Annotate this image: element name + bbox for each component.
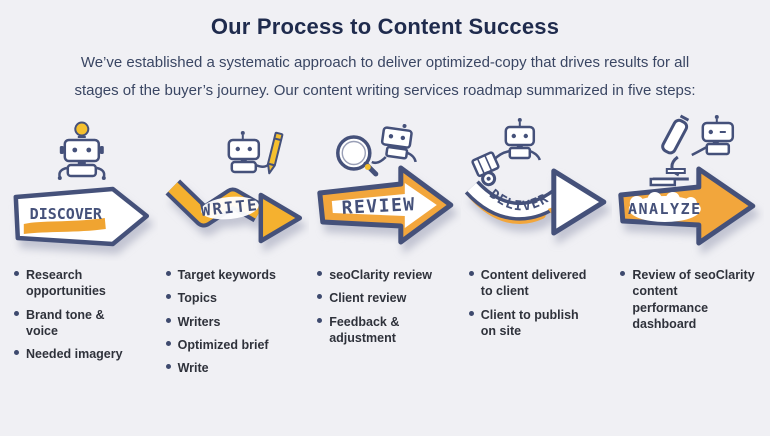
bullet-dot: [14, 271, 19, 276]
list-item: Target keywords: [165, 267, 310, 283]
bullet-dot: [165, 271, 171, 276]
discover-bullets: Research opportunities Brand tone & voic…: [6, 267, 158, 362]
discover-arrow: DISCOVER: [13, 186, 150, 247]
bullet-text: Needed imagery: [26, 347, 123, 361]
write-illustration: WRITE: [158, 109, 310, 261]
bullet-text: Target keywords: [177, 268, 277, 282]
analyze-arrow: ANALYZE: [618, 166, 756, 246]
bullet-dot: [317, 294, 323, 300]
bullet-text: Research opportunities: [26, 268, 106, 299]
step-deliver: DELIVER Content delivered to client Clie…: [461, 109, 613, 383]
bullet-dot: [317, 317, 323, 323]
bullet-dot: [468, 271, 474, 276]
deliver-bullets: Content delivered to client Client to pu…: [461, 267, 613, 339]
bullet-dot: [165, 294, 171, 300]
bullet-dot: [468, 310, 474, 316]
list-item: Review of seoClarity content performance…: [620, 267, 764, 332]
list-item: Client to publish on site: [468, 307, 613, 340]
bullet-text: Feedback & adjustment: [329, 314, 400, 345]
page-subtitle: We’ve established a systematic approach …: [74, 54, 696, 99]
arrow-label: REVIEW: [341, 194, 416, 219]
bullet-text: seoClarity review: [329, 268, 433, 282]
analyze-bullets: Review of seoClarity content performance…: [612, 267, 764, 332]
write-arrow: WRITE: [165, 179, 302, 244]
page-title: Our Process to Content Success: [210, 14, 560, 39]
bullet-dot: [620, 271, 626, 276]
robot-magnifier-icon: [336, 124, 418, 177]
list-item: Client review: [317, 290, 461, 306]
bullet-text: Client to publish on site: [480, 307, 579, 338]
bullet-dot: [165, 340, 171, 346]
list-item: Content delivered to client: [468, 267, 613, 300]
steps-row: DISCOVER Research opportunities Brand to…: [0, 109, 770, 383]
analyze-illustration: ANALYZE: [612, 109, 764, 261]
deliver-graphic: DELIVER: [464, 118, 607, 236]
review-illustration: REVIEW: [309, 109, 461, 261]
review-bullets: seoClarity review Client review Feedback…: [309, 267, 461, 346]
step-discover: DISCOVER Research opportunities Brand to…: [6, 109, 158, 383]
list-item: Research opportunities: [14, 267, 158, 300]
list-item: Needed imagery: [14, 346, 158, 362]
robot-microscope-icon: [649, 114, 735, 187]
bullet-text: Optimized brief: [177, 337, 269, 352]
bullet-dot: [14, 310, 19, 316]
bullet-text: Write: [177, 361, 209, 375]
bullet-text: Brand tone & voice: [26, 307, 105, 338]
list-item: Brand tone & voice: [14, 307, 158, 340]
bullet-text: Review of seoClarity content performance…: [632, 268, 755, 331]
list-item: Writers: [165, 314, 310, 330]
list-item: Write: [165, 360, 310, 376]
step-analyze: ANALYZE Review of seoClarity content per…: [612, 109, 764, 383]
write-bullets: Target keywords Topics Writers Optimized…: [158, 267, 310, 376]
list-item: seoClarity review: [317, 267, 461, 283]
list-item: Feedback & adjustment: [317, 314, 461, 347]
discover-illustration: DISCOVER: [6, 109, 158, 261]
list-item: Optimized brief: [165, 337, 310, 353]
bullet-text: Writers: [177, 314, 221, 329]
review-arrow: REVIEW: [317, 165, 454, 245]
review-graphic: REVIEW: [317, 124, 454, 245]
bullet-text: Content delivered to client: [480, 268, 587, 299]
bullet-dot: [165, 317, 171, 323]
bullet-dot: [14, 350, 19, 355]
discover-graphic: DISCOVER: [13, 121, 150, 247]
step-write: WRITE Target keywords Topics Writers Opt…: [158, 109, 310, 383]
list-item: Topics: [165, 290, 310, 306]
arrow-label: DISCOVER: [30, 205, 103, 223]
robot-lightbulb-icon: [57, 121, 106, 180]
deliver-illustration: DELIVER: [461, 109, 613, 261]
bullet-text: Client review: [329, 291, 407, 306]
write-graphic: WRITE: [165, 131, 302, 244]
deliver-arrow: DELIVER: [464, 168, 607, 236]
process-infographic: Our Process to Content Success We’ve est…: [0, 14, 770, 436]
step-review: REVIEW seoClarity review Client review F…: [309, 109, 461, 383]
robot-pencil-icon: [227, 131, 283, 175]
arrow-label: ANALYZE: [628, 200, 702, 218]
robot-cart-icon: [471, 118, 541, 187]
analyze-graphic: ANALYZE: [618, 114, 756, 246]
bullet-dot: [165, 364, 171, 369]
bullet-dot: [317, 271, 323, 276]
bullet-text: Topics: [177, 291, 217, 306]
